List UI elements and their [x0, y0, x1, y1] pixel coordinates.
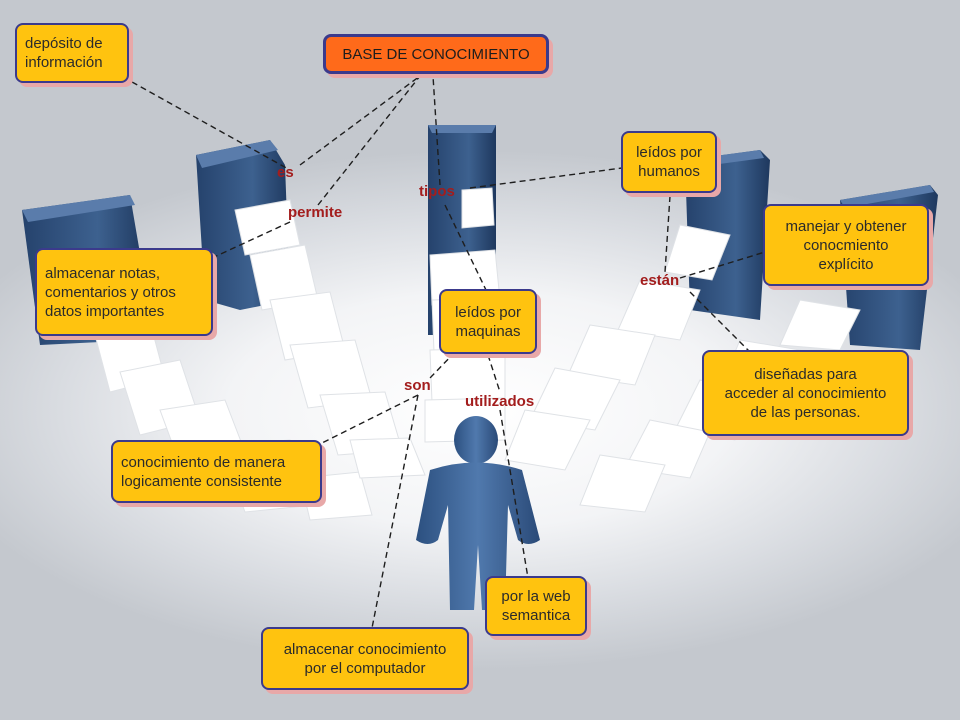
- node-almacenar-notas[interactable]: almacenar notas, comentarios y otros dat…: [35, 248, 213, 336]
- node-almacenar-notas-label: almacenar notas, comentarios y otros dat…: [45, 264, 176, 320]
- link-permite: permite: [288, 204, 343, 221]
- link-es: es: [277, 164, 294, 181]
- link-tipos: tipos: [419, 183, 455, 200]
- node-leidos-humanos-label: leídos por humanos: [636, 144, 702, 180]
- node-web[interactable]: por la web semantica: [485, 576, 587, 636]
- node-leidos-maquinas-label: leídos por maquinas: [455, 303, 521, 340]
- node-disenadas-label: diseñadas para acceder al conocimiento d…: [724, 365, 887, 421]
- node-leidos-humanos[interactable]: leídos por humanos: [621, 131, 717, 193]
- node-manejar-label: manejar y obtener conocmiento explícito: [785, 217, 907, 273]
- node-disenadas[interactable]: diseñadas para acceder al conocimiento d…: [702, 350, 909, 436]
- node-computador[interactable]: almacenar conocimiento por el computador: [261, 627, 469, 690]
- link-son: son: [404, 377, 431, 394]
- person-icon: [416, 416, 540, 610]
- node-leidos-maquinas[interactable]: leídos por maquinas: [439, 289, 537, 354]
- node-logicamente-label: conocimiento de manera logicamente consi…: [121, 453, 286, 490]
- link-utilizados: utilizados: [465, 393, 535, 410]
- node-manejar[interactable]: manejar y obtener conocmiento explícito: [763, 204, 929, 286]
- node-computador-label: almacenar conocimiento por el computador: [283, 640, 447, 677]
- node-deposito-label: depósito de información: [25, 35, 103, 71]
- node-deposito[interactable]: depósito de información: [15, 23, 129, 83]
- link-estan: están: [640, 272, 680, 289]
- node-logicamente[interactable]: conocimiento de manera logicamente consi…: [111, 440, 322, 503]
- node-web-label: por la web semantica: [501, 588, 571, 624]
- root-concept-label: BASE DE CONOCIMIENTO: [342, 45, 530, 63]
- root-concept[interactable]: BASE DE CONOCIMIENTO: [323, 34, 549, 74]
